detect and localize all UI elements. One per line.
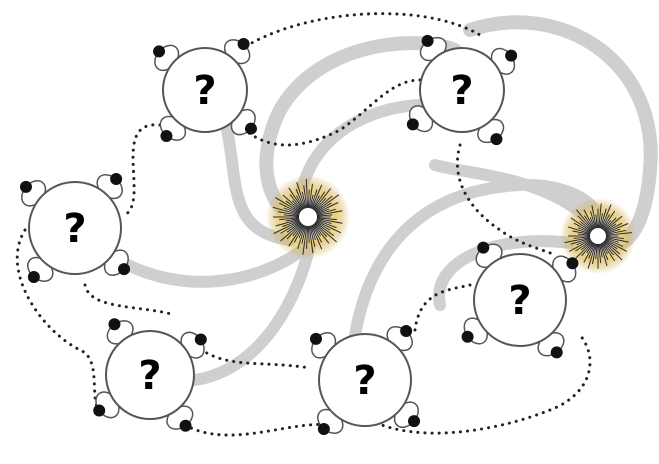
table-bottom-center: ? — [307, 322, 423, 438]
person-head — [110, 173, 122, 185]
person-head — [400, 325, 412, 337]
person-head — [20, 181, 32, 193]
table-top-left: ? — [150, 35, 260, 145]
person-head — [422, 35, 434, 47]
dotted-segment — [185, 424, 330, 435]
question-mark: ? — [508, 278, 531, 324]
person-head — [245, 123, 257, 135]
starburst-core — [299, 208, 317, 226]
person-head — [93, 405, 105, 417]
person-head — [180, 420, 192, 432]
person-head — [310, 333, 322, 345]
person-head — [108, 318, 120, 330]
person-head — [28, 271, 40, 283]
person-head — [462, 331, 474, 343]
person-head — [505, 50, 517, 62]
dotted-segment — [85, 285, 175, 315]
question-mark: ? — [353, 358, 376, 404]
person-head — [318, 423, 330, 435]
person-head — [566, 257, 578, 269]
table-mid-left: ? — [17, 170, 133, 286]
person-head — [160, 130, 172, 142]
starburst-left — [266, 175, 350, 259]
question-mark: ? — [138, 353, 161, 399]
question-mark: ? — [450, 68, 473, 114]
question-mark: ? — [63, 206, 86, 252]
question-mark: ? — [193, 68, 216, 114]
person-head — [153, 45, 165, 57]
person-head — [551, 346, 563, 358]
person-head — [490, 133, 502, 145]
person-head — [118, 263, 130, 275]
starburst-core — [590, 228, 606, 244]
person-head — [477, 242, 489, 254]
dotted-segment — [125, 125, 160, 215]
person-head — [238, 38, 250, 50]
person-head — [407, 118, 419, 130]
table-bottom-left: ? — [91, 316, 209, 434]
person-head — [408, 415, 420, 427]
table-top-right: ? — [405, 33, 519, 147]
table-right: ? — [460, 240, 581, 361]
person-head — [195, 333, 207, 345]
